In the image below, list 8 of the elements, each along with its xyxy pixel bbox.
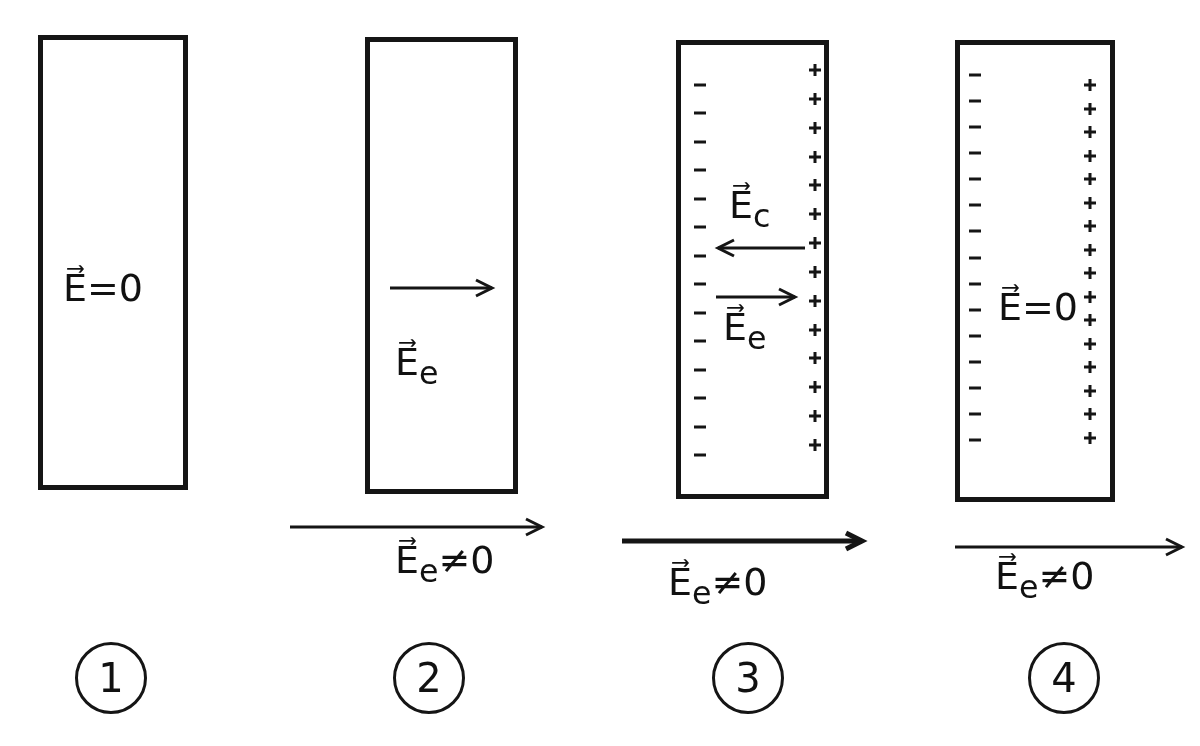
step-number: 4 [1028,642,1100,714]
step-number: 3 [712,642,784,714]
step-number: 2 [393,642,465,714]
conductor-slab [955,40,1115,502]
step-number: 1 [75,642,147,714]
conductor-slab [676,40,829,499]
conductor-slab [38,35,188,490]
conductor-slab [365,37,518,494]
